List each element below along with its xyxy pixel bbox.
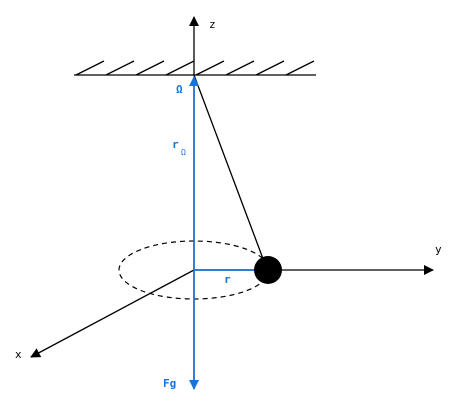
r-label: r: [224, 273, 231, 286]
fg-label: Fg: [163, 377, 176, 390]
x-axis: [30, 269, 195, 358]
z-axis-label: z: [209, 18, 216, 31]
r-omega-label: r: [172, 138, 179, 151]
ceiling-hatching: [75, 60, 315, 76]
pendulum-mass: [254, 256, 282, 284]
omega-label: Ω: [176, 83, 183, 96]
x-axis-label: x: [15, 348, 22, 361]
pendulum-string: [193, 74, 266, 265]
r-omega-subscript: Ω: [181, 148, 186, 157]
ceiling: [74, 60, 316, 76]
y-axis-label: y: [435, 243, 442, 256]
